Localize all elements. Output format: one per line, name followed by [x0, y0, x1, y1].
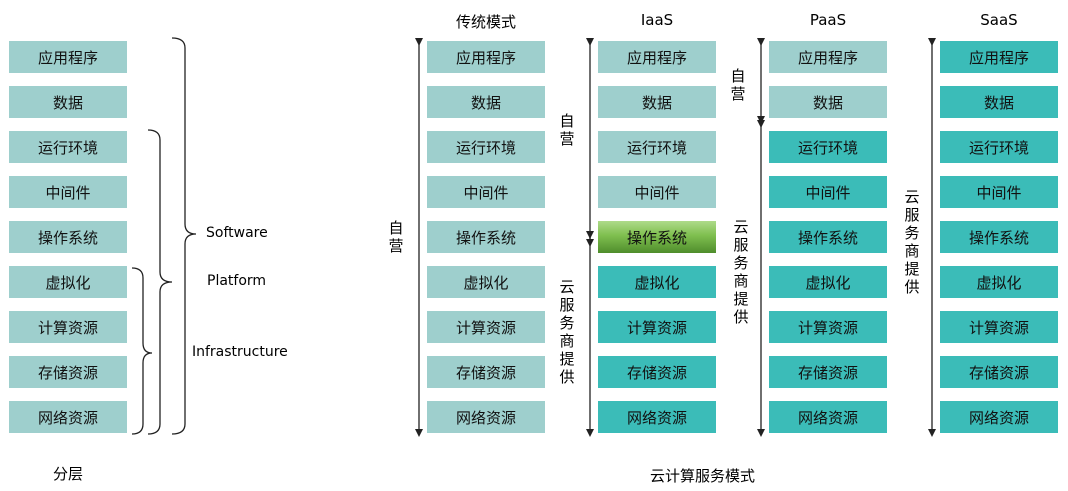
traditional-virtualization: 虚拟化: [427, 266, 545, 298]
paas-network: 网络资源: [769, 401, 887, 433]
software-brace: [171, 37, 197, 435]
iaas-data: 数据: [598, 86, 716, 118]
paas-runtime: 运行环境: [769, 131, 887, 163]
layer-middleware: 中间件: [9, 176, 127, 208]
layer-data: 数据: [9, 86, 127, 118]
header-iaas: IaaS: [640, 11, 674, 29]
iaas-compute: 计算资源: [598, 311, 716, 343]
layer-runtime: 运行环境: [9, 131, 127, 163]
infrastructure-brace: [131, 267, 153, 435]
saas-storage: 存储资源: [940, 356, 1058, 388]
iaas-runtime: 运行环境: [598, 131, 716, 163]
saas-app: 应用程序: [940, 41, 1058, 73]
traditional-storage: 存储资源: [427, 356, 545, 388]
saas-compute: 计算资源: [940, 311, 1058, 343]
layer-virtualization: 虚拟化: [9, 266, 127, 298]
paas-provider-label: 云服务商提供: [733, 218, 749, 326]
saas-provider-label: 云服务商提供: [904, 188, 920, 296]
traditional-runtime: 运行环境: [427, 131, 545, 163]
saas-virtualization: 虚拟化: [940, 266, 1058, 298]
saas-middleware: 中间件: [940, 176, 1058, 208]
paas-virtualization: 虚拟化: [769, 266, 887, 298]
traditional-network: 网络资源: [427, 401, 545, 433]
header-traditional: 传统模式: [455, 13, 516, 31]
iaas-app: 应用程序: [598, 41, 716, 73]
platform-brace: [147, 129, 173, 435]
layer-os: 操作系统: [9, 221, 127, 253]
iaas-virtualization: 虚拟化: [598, 266, 716, 298]
layer-app: 应用程序: [9, 41, 127, 73]
saas-data: 数据: [940, 86, 1058, 118]
traditional-app: 应用程序: [427, 41, 545, 73]
tier-platform-label: Platform: [207, 273, 267, 289]
saas-network: 网络资源: [940, 401, 1058, 433]
traditional-data: 数据: [427, 86, 545, 118]
tier-infrastructure-label: Infrastructure: [192, 344, 288, 360]
caption-layers: 分层: [53, 465, 84, 483]
iaas-storage: 存储资源: [598, 356, 716, 388]
iaas-middleware: 中间件: [598, 176, 716, 208]
caption-service-models: 云计算服务模式: [650, 467, 756, 485]
layer-network: 网络资源: [9, 401, 127, 433]
layer-storage: 存储资源: [9, 356, 127, 388]
paas-os: 操作系统: [769, 221, 887, 253]
paas-middleware: 中间件: [769, 176, 887, 208]
traditional-middleware: 中间件: [427, 176, 545, 208]
traditional-compute: 计算资源: [427, 311, 545, 343]
paas-data: 数据: [769, 86, 887, 118]
saas-os: 操作系统: [940, 221, 1058, 253]
saas-runtime: 运行环境: [940, 131, 1058, 163]
iaas-provider-label: 云服务商提供: [559, 278, 575, 386]
paas-app: 应用程序: [769, 41, 887, 73]
paas-compute: 计算资源: [769, 311, 887, 343]
iaas-os: 操作系统: [598, 221, 716, 253]
traditional-self-label: 自营: [388, 219, 404, 255]
traditional-os: 操作系统: [427, 221, 545, 253]
header-paas: PaaS: [809, 11, 847, 29]
paas-storage: 存储资源: [769, 356, 887, 388]
iaas-network: 网络资源: [598, 401, 716, 433]
iaas-self-label: 自营: [559, 112, 575, 148]
layer-compute: 计算资源: [9, 311, 127, 343]
header-saas: SaaS: [980, 11, 1018, 29]
paas-self-label: 自营: [730, 67, 746, 103]
tier-software-label: Software: [206, 225, 268, 241]
